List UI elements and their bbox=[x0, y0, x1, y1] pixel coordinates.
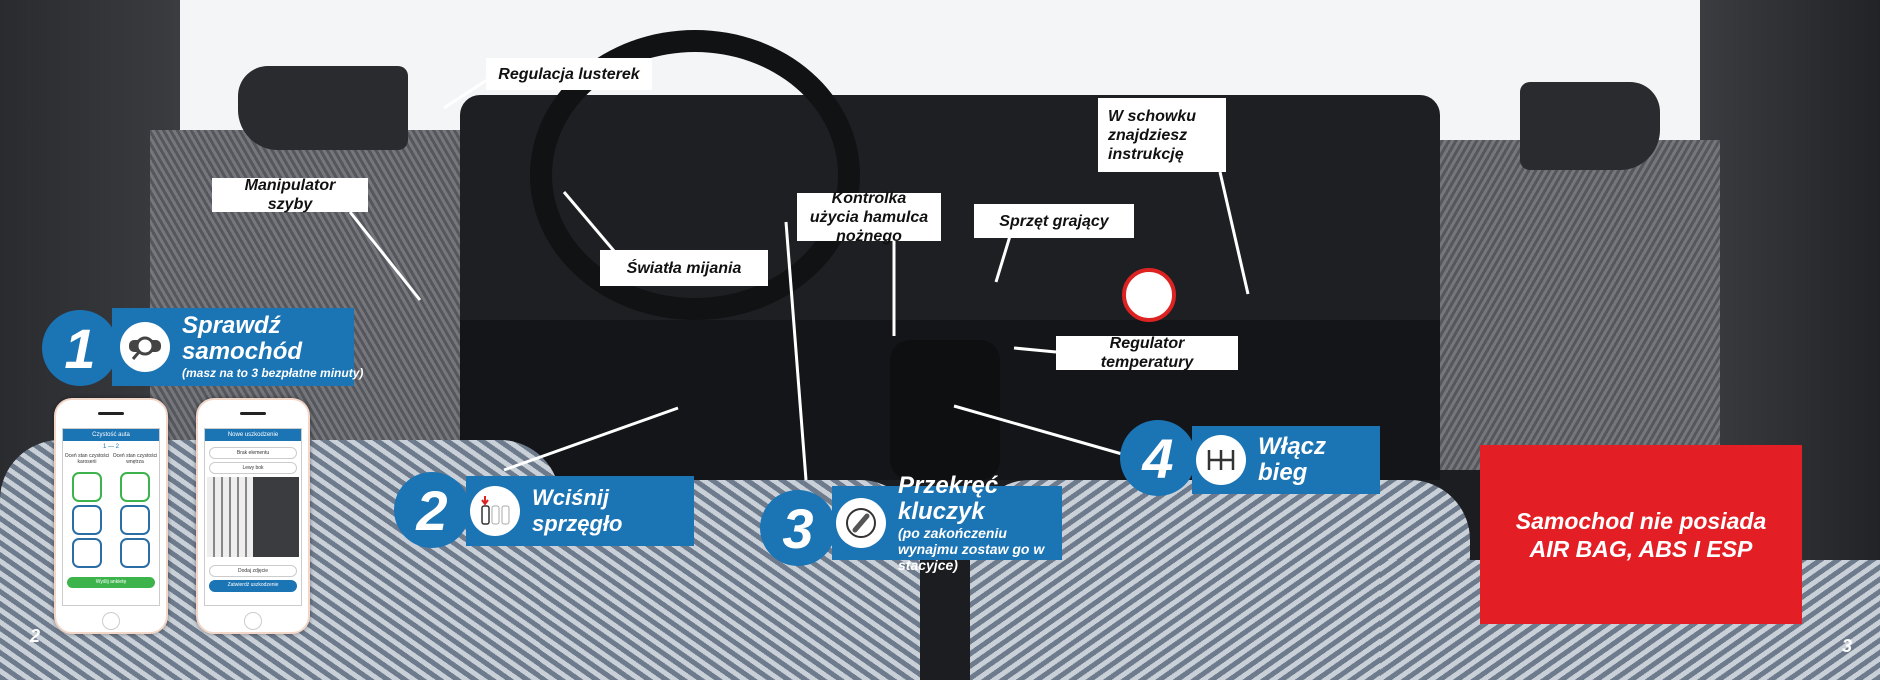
neutral-face-icon[interactable] bbox=[120, 505, 150, 535]
step-3-title: Przekręć kluczyk bbox=[898, 472, 999, 525]
phone-cleanliness-survey: Czystość auta 1 — 2 Oceń stan czystości … bbox=[54, 398, 168, 634]
step-indicator-1: 1 bbox=[102, 444, 107, 450]
damage-side-field[interactable]: Lewy bok bbox=[209, 462, 297, 474]
send-survey-button[interactable]: Wyślij ankietę bbox=[67, 577, 155, 588]
sad-face-icon[interactable] bbox=[120, 538, 150, 568]
label-audio: Sprzęt grający bbox=[974, 204, 1134, 238]
label-window: Manipulator szyby bbox=[212, 177, 368, 213]
line-lights bbox=[562, 191, 622, 259]
sad-face-icon[interactable] bbox=[72, 538, 102, 568]
page-number-left: 2 bbox=[30, 626, 41, 646]
step-2-number: 2 bbox=[394, 472, 470, 548]
line-step3 bbox=[784, 221, 808, 481]
step-1-title: Sprawdź samochód bbox=[182, 312, 303, 365]
warning-line-1: Samochod nie posiada bbox=[1515, 507, 1767, 534]
step-4-title: Włącz bieg bbox=[1258, 433, 1327, 486]
step-4-number: 4 bbox=[1120, 420, 1196, 496]
step-1-subtitle: (masz na to 3 bezpłatne minuty) bbox=[182, 366, 364, 380]
line-temperature bbox=[1013, 346, 1057, 354]
step-3-subtitle: (po zakończeniu wynajmu zostaw go w stac… bbox=[898, 525, 1045, 573]
line-manual bbox=[1218, 171, 1250, 295]
car-inspect-icon bbox=[120, 322, 170, 372]
label-mirrors: Regulacja lusterek bbox=[486, 58, 652, 90]
line-window bbox=[348, 211, 422, 301]
step-1-number: 1 bbox=[42, 310, 118, 386]
step-3-number: 3 bbox=[760, 490, 836, 566]
step-2-banner: Wciśnij sprzęgło bbox=[466, 476, 694, 546]
page-number-right: 3 bbox=[1842, 636, 1853, 656]
warning-line-2: AIR BAG, ABS I ESP bbox=[1529, 535, 1753, 562]
happy-face-icon[interactable] bbox=[72, 472, 102, 502]
step-4-banner: Włącz bieg bbox=[1192, 426, 1380, 494]
line-step4 bbox=[953, 404, 1123, 456]
confirm-damage-button[interactable]: Zatwierdź uszkodzenie bbox=[209, 580, 297, 592]
step-2-title: Wciśnij sprzęgło bbox=[532, 485, 623, 536]
line-audio bbox=[994, 235, 1012, 283]
happy-face-icon[interactable] bbox=[120, 472, 150, 502]
line-step2 bbox=[503, 406, 679, 472]
label-temperature: Regulator temperatury bbox=[1056, 335, 1238, 371]
clutch-pedal-icon bbox=[470, 486, 520, 536]
add-photo-button[interactable]: Dodaj zdjęcie bbox=[209, 565, 297, 577]
line-mirrors bbox=[443, 76, 491, 110]
step-1-banner: Sprawdź samochód(masz na to 3 bezpłatne … bbox=[112, 308, 363, 386]
phone-new-damage: Nowe uszkodzenie Brak elementu Lewy bok … bbox=[196, 398, 310, 634]
interior-photo bbox=[253, 477, 299, 557]
label-lights: Światła mijania bbox=[600, 250, 768, 286]
damage-type-field[interactable]: Brak elementu bbox=[209, 447, 297, 459]
step-3-banner: Przekręć kluczyk(po zakończeniu wynajmu … bbox=[832, 473, 1062, 573]
label-manual: W schowku znajdziesz instrukcję bbox=[1098, 98, 1226, 172]
column-interior-label: Oceń stan czystości wnętrza bbox=[112, 453, 158, 465]
neutral-face-icon[interactable] bbox=[72, 505, 102, 535]
label-brake-light: Kontrolka użycia hamulca nożnego bbox=[797, 190, 941, 245]
warning-box: Samochod nie posiada AIR BAG, ABS I ESP bbox=[1480, 445, 1802, 624]
gear-shift-icon bbox=[1196, 435, 1246, 485]
car-diagram[interactable] bbox=[207, 477, 253, 557]
column-body-label: Oceń stan czystości karoserii bbox=[64, 453, 110, 465]
key-turn-icon bbox=[836, 498, 886, 548]
screen-title: Nowe uszkodzenie bbox=[205, 429, 301, 441]
step-indicator-2: 2 bbox=[115, 444, 120, 450]
screen-title: Czystość auta bbox=[63, 429, 159, 441]
